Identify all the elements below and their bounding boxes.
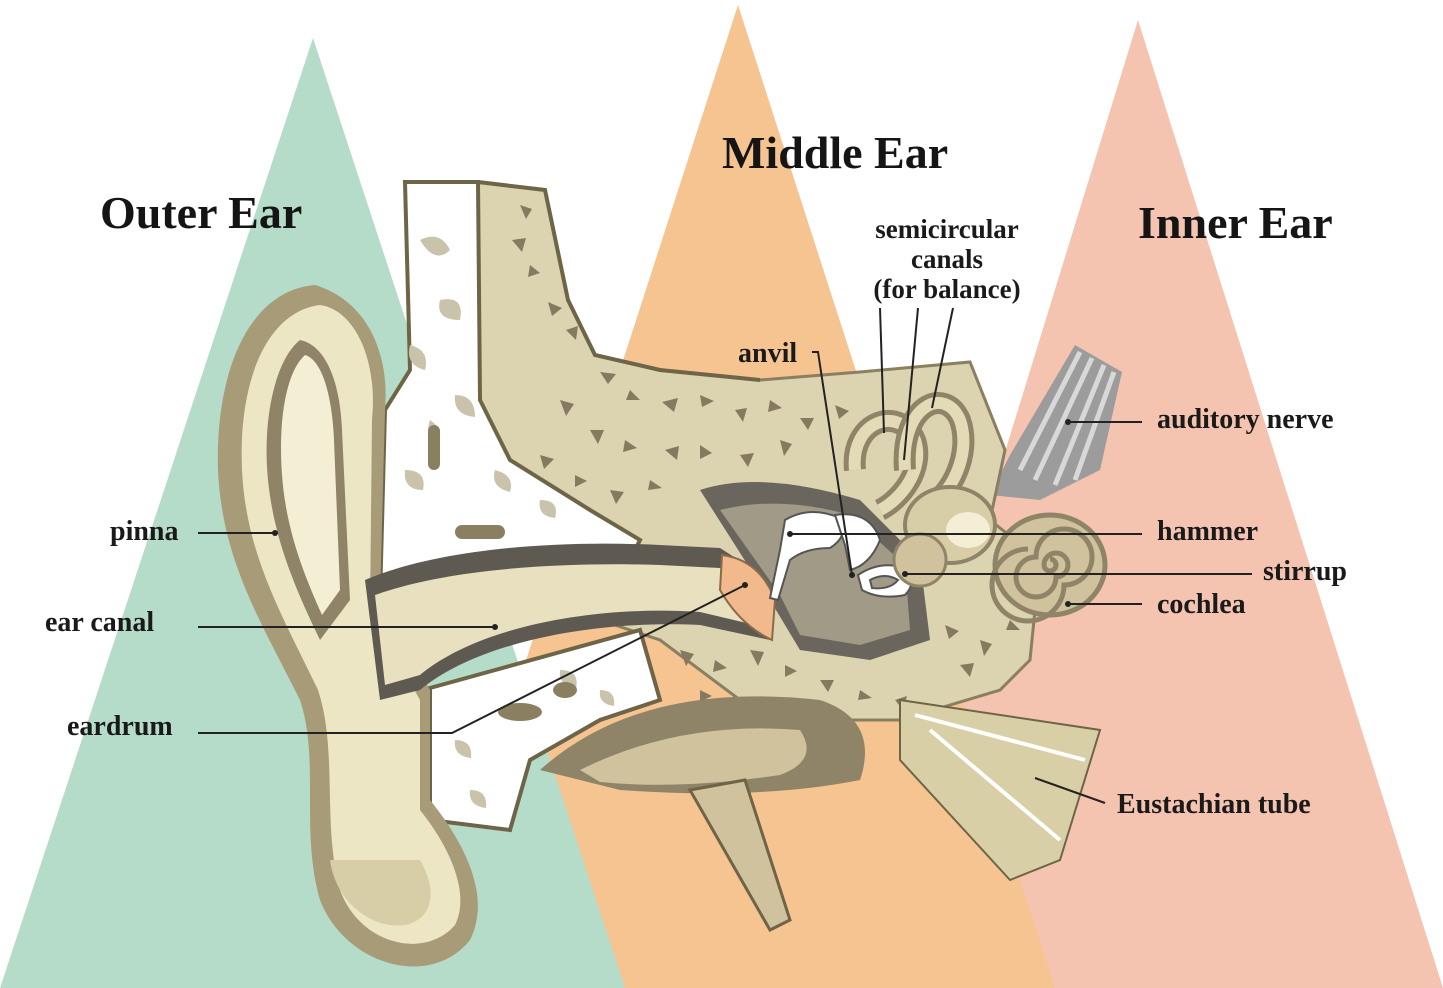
cochlea-label: cochlea [1157,591,1246,619]
inner-ear-title: Inner Ear [1138,200,1333,246]
pinna-label: pinna [110,518,179,546]
auditory-nerve-label: auditory nerve [1157,406,1334,434]
hammer-label: hammer [1157,518,1258,546]
middle-ear-title: Middle Ear [722,130,948,176]
eardrum-label: eardrum [67,713,173,741]
semicircular-canals-line-3: (for balance) [847,274,1047,304]
stirrup-label: stirrup [1263,558,1347,586]
semicircular-canals-line-1: semicircular [847,214,1047,244]
semicircular-canals-label: semicircular canals (for balance) [847,214,1047,304]
semicircular-canals-line-2: canals [847,244,1047,274]
ear-canal-label: ear canal [45,609,154,637]
anvil-label: anvil [738,340,797,368]
eustachian-tube-label: Eustachian tube [1117,791,1311,819]
outer-ear-title: Outer Ear [100,190,302,236]
